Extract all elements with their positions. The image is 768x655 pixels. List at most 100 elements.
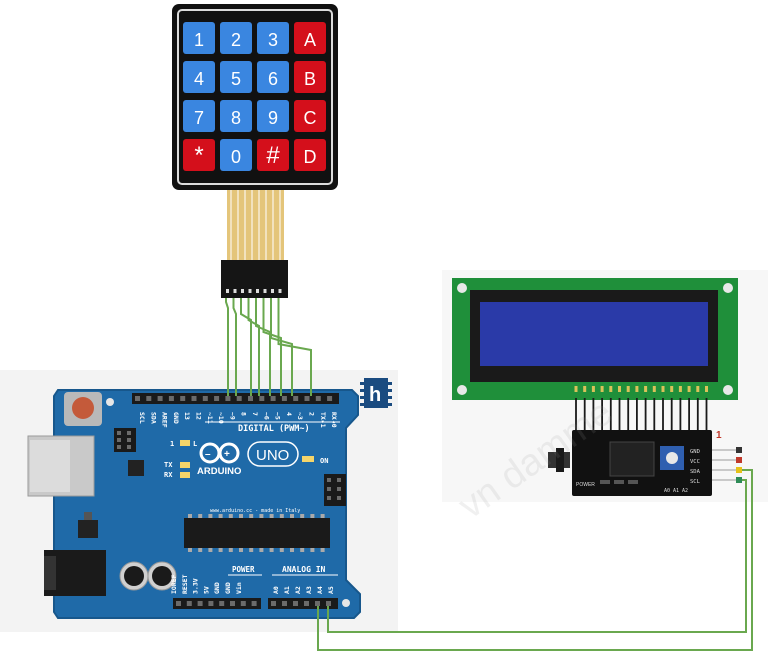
digital-label: DIGITAL (PWM~)	[238, 424, 310, 434]
power-label: POWER	[232, 565, 255, 574]
keypad-key-face[interactable]	[294, 139, 326, 171]
keypad-key-face[interactable]	[183, 22, 215, 54]
keypad-key-face[interactable]	[257, 22, 289, 54]
arduino-logo: – + ARDUINO UNO	[197, 441, 299, 477]
keypad-key-face[interactable]	[183, 100, 215, 132]
mounting-hole	[457, 283, 467, 293]
i2c-marker: 1	[716, 430, 722, 441]
analog-pin-label: A4	[316, 586, 324, 594]
keypad-key[interactable]: 8	[220, 100, 252, 132]
analog-pin-label: A2	[294, 586, 302, 594]
arduino-brand: ARDUINO	[197, 466, 241, 477]
keypad-key-label: 9	[268, 108, 278, 128]
one-label: 1	[170, 440, 174, 448]
keypad-key[interactable]: 4	[183, 61, 215, 93]
svg-text:–: –	[205, 449, 211, 460]
digital-pin-label: 2	[308, 412, 316, 416]
led-rx	[180, 472, 190, 478]
keypad-key[interactable]: *	[183, 139, 215, 171]
wires	[225, 298, 753, 651]
keypad-wire	[277, 298, 312, 396]
keypad-key-face[interactable]	[294, 100, 326, 132]
keypad-key-face[interactable]	[220, 22, 252, 54]
keypad-key[interactable]: 0	[220, 139, 252, 171]
l-label: L	[193, 440, 197, 448]
keypad-key-face[interactable]	[220, 61, 252, 93]
icsp-header-top	[114, 428, 136, 452]
tx-label: TX	[164, 461, 173, 469]
mounting-hole	[723, 385, 733, 395]
power-header	[173, 598, 261, 609]
digital-pin-label: 8	[240, 412, 248, 416]
keypad-key[interactable]: #	[257, 139, 289, 171]
atmega-chip	[184, 518, 330, 548]
keypad-key-label: *	[194, 142, 203, 169]
keypad-key-label: C	[304, 108, 317, 128]
lcd-screen	[480, 302, 708, 366]
keypad-connector-pins	[226, 289, 282, 293]
keypad-ribbon-cable	[227, 190, 284, 262]
mounting-hole	[457, 385, 467, 395]
digital-pin-label: TX▸1	[319, 412, 327, 428]
i2c-addr-label: A0	[664, 488, 670, 494]
keypad-key[interactable]: B	[294, 61, 326, 93]
keypad-key[interactable]: D	[294, 139, 326, 171]
i2c-pin-label: GND	[690, 449, 700, 455]
voltage-regulator	[78, 520, 98, 538]
mounting-hole	[106, 398, 114, 406]
keypad-key[interactable]: 5	[220, 61, 252, 93]
keypad-key[interactable]: 6	[257, 61, 289, 93]
h-logo: h	[360, 378, 392, 408]
keypad-key-face[interactable]	[257, 100, 289, 132]
scl-wire	[327, 479, 747, 633]
digital-pin-label: ~9	[228, 412, 236, 420]
keypad-key[interactable]: 2	[220, 22, 252, 54]
rx-label: RX	[164, 471, 173, 479]
h-logo-letter: h	[369, 384, 381, 406]
digital-pin-label: GND	[172, 412, 180, 424]
keypad-wire	[270, 298, 293, 396]
keypad-key-face[interactable]	[220, 100, 252, 132]
analog-header	[268, 598, 338, 609]
keypad-wire	[240, 298, 252, 396]
keypad-key-face[interactable]	[294, 22, 326, 54]
digital-pin-label: 7	[251, 412, 259, 416]
website-label: www.arduino.cc - made in Italy	[210, 508, 300, 514]
i2c-pin-label: SDA	[690, 469, 701, 475]
keypad-key-face[interactable]	[257, 61, 289, 93]
keypad-key-label: 7	[194, 108, 204, 128]
keypad-key[interactable]: 7	[183, 100, 215, 132]
keypad-key[interactable]: A	[294, 22, 326, 54]
keypad-wire	[247, 298, 260, 396]
keypad-key[interactable]: 9	[257, 100, 289, 132]
keypad-key-face[interactable]	[220, 139, 252, 171]
mounting-hole	[342, 599, 350, 607]
keypad-wire	[225, 298, 229, 396]
keypad-key-face[interactable]	[257, 139, 289, 171]
keypad-key-label: A	[304, 30, 316, 50]
i2c-pin-label: SCL	[690, 479, 701, 485]
keypad-key[interactable]: C	[294, 100, 326, 132]
keypad-key-label: 8	[231, 108, 241, 128]
keypad-key-face[interactable]	[294, 61, 326, 93]
keypad-key-face[interactable]	[183, 61, 215, 93]
analog-pin-label: A3	[305, 586, 313, 594]
keypad-key-face[interactable]	[183, 139, 215, 171]
usb-chip	[128, 460, 144, 476]
mounting-hole	[723, 283, 733, 293]
digital-pin-label: SDA	[149, 412, 157, 424]
digital-pin-label: ~6	[262, 412, 270, 420]
keypad-key-label: 2	[231, 30, 241, 50]
keypad-key[interactable]: 1	[183, 22, 215, 54]
power-pin-label: GND	[224, 582, 232, 594]
reset-button-cap[interactable]	[72, 397, 94, 419]
keypad-key[interactable]: 3	[257, 22, 289, 54]
lcd-header-pins	[574, 386, 708, 430]
digital-pin-label: 12	[195, 412, 203, 420]
power-pin-label: GND	[213, 582, 221, 594]
keypad-connector	[221, 260, 288, 298]
